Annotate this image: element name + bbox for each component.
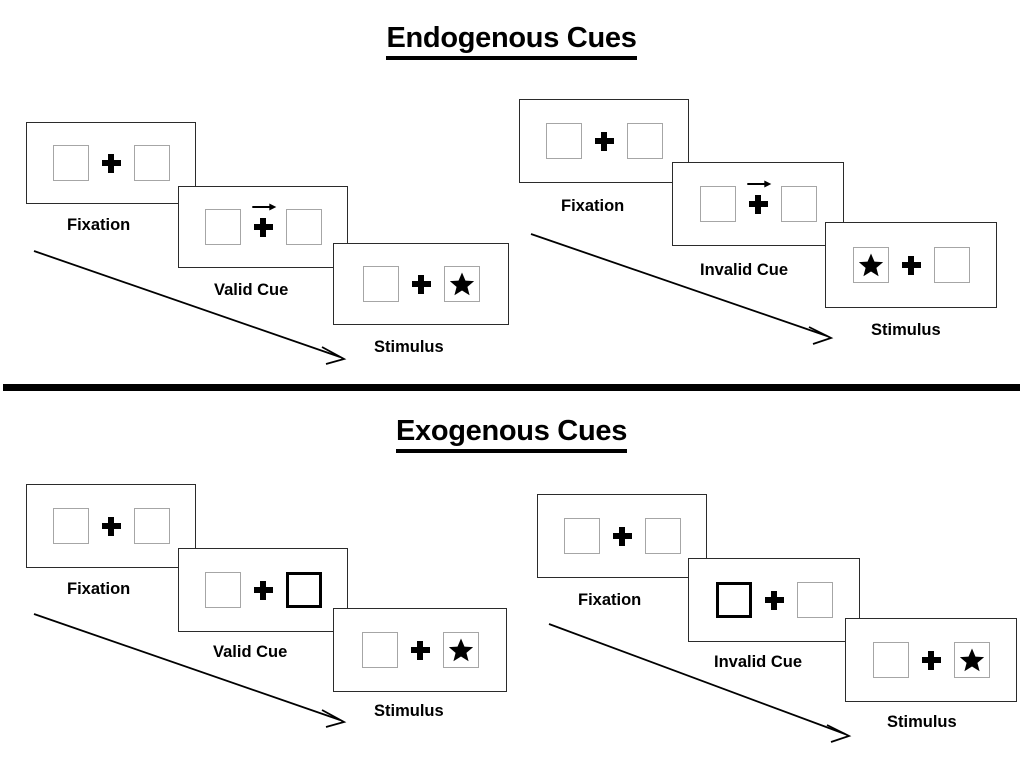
left-placeholder-box	[699, 186, 736, 222]
panel-endogenous-invalid-stimulus	[825, 222, 997, 308]
panel-endogenous-valid-fixation	[26, 122, 196, 204]
panel-endogenous-invalid-fixation	[519, 99, 689, 183]
panel-content	[204, 203, 322, 245]
section-divider	[3, 384, 1020, 391]
plus-icon	[411, 274, 431, 294]
panel-exogenous-valid-fixation	[26, 484, 196, 568]
panel-content	[545, 123, 663, 159]
panel-exogenous-valid-cue	[178, 548, 348, 632]
section-title-exogenous-text: Exogenous Cues	[395, 415, 627, 453]
plus-icon	[410, 640, 430, 660]
arrow-right-icon	[251, 203, 277, 214]
caption-exogenous-valid-cue: Valid Cue	[213, 643, 288, 661]
panel-content	[52, 145, 170, 181]
center-column	[764, 590, 784, 610]
caption-endogenous-valid-cue: Valid Cue	[214, 281, 289, 299]
center-column	[410, 640, 430, 660]
center-column	[411, 274, 431, 294]
left-placeholder-box	[52, 508, 89, 544]
right-placeholder-box	[933, 247, 970, 283]
star-icon	[858, 252, 884, 278]
caption-exogenous-valid-stimulus: Stimulus	[374, 702, 444, 720]
caption-endogenous-invalid-stimulus: Stimulus	[871, 321, 941, 339]
caption-endogenous-valid-stimulus: Stimulus	[374, 338, 444, 356]
left-placeholder-box	[545, 123, 582, 159]
right-placeholder-box	[133, 145, 170, 181]
panel-content	[563, 518, 681, 554]
center-column	[747, 180, 772, 214]
plus-icon	[594, 131, 614, 151]
right-stimulus-box	[443, 266, 480, 302]
plus-icon	[901, 255, 921, 275]
panel-content	[715, 582, 833, 618]
section-title-endogenous: Endogenous Cues	[0, 22, 1023, 60]
caption-endogenous-invalid-fixation: Fixation	[561, 197, 625, 215]
caption-endogenous-valid-fixation: Fixation	[67, 216, 131, 234]
right-cued-box	[285, 572, 322, 608]
right-placeholder-box	[644, 518, 681, 554]
caption-exogenous-invalid-cue: Invalid Cue	[714, 653, 803, 671]
plus-icon	[253, 217, 273, 237]
left-placeholder-box	[204, 209, 241, 245]
right-stimulus-box	[953, 642, 990, 678]
diagonal-arrow-icon	[530, 233, 834, 345]
panel-content	[872, 642, 990, 678]
center-column	[901, 255, 921, 275]
plus-icon	[748, 194, 768, 214]
panel-endogenous-valid-stimulus	[333, 243, 509, 325]
center-column	[594, 131, 614, 151]
panel-exogenous-valid-stimulus	[333, 608, 507, 692]
left-cued-box	[715, 582, 752, 618]
plus-icon	[253, 580, 273, 600]
plus-icon	[764, 590, 784, 610]
star-icon	[448, 637, 474, 663]
center-column	[253, 580, 273, 600]
plus-icon	[612, 526, 632, 546]
panel-endogenous-valid-cue	[178, 186, 348, 268]
left-placeholder-box	[361, 632, 398, 668]
left-placeholder-box	[872, 642, 909, 678]
left-placeholder-box	[563, 518, 600, 554]
section-title-exogenous: Exogenous Cues	[0, 415, 1023, 453]
right-placeholder-box	[626, 123, 663, 159]
panel-exogenous-invalid-cue	[688, 558, 860, 642]
panel-content	[852, 247, 970, 283]
star-icon	[449, 271, 475, 297]
arrow-right-icon	[746, 180, 772, 191]
center-column	[101, 516, 121, 536]
caption-exogenous-invalid-fixation: Fixation	[578, 591, 642, 609]
star-icon	[959, 647, 985, 673]
center-column	[612, 526, 632, 546]
left-placeholder-box	[52, 145, 89, 181]
panel-exogenous-invalid-fixation	[537, 494, 707, 578]
caption-exogenous-valid-fixation: Fixation	[67, 580, 131, 598]
panel-content	[52, 508, 170, 544]
section-title-endogenous-text: Endogenous Cues	[386, 22, 637, 60]
caption-endogenous-invalid-cue: Invalid Cue	[700, 261, 789, 279]
panel-exogenous-invalid-stimulus	[845, 618, 1017, 702]
plus-icon	[101, 153, 121, 173]
right-stimulus-box	[442, 632, 479, 668]
left-placeholder-box	[362, 266, 399, 302]
panel-content	[204, 572, 322, 608]
center-column	[101, 153, 121, 173]
panel-content	[361, 632, 479, 668]
right-placeholder-box	[285, 209, 322, 245]
panel-endogenous-invalid-cue	[672, 162, 844, 246]
plus-icon	[101, 516, 121, 536]
caption-exogenous-invalid-stimulus: Stimulus	[887, 713, 957, 731]
right-placeholder-box	[796, 582, 833, 618]
left-placeholder-box	[204, 572, 241, 608]
right-placeholder-box	[780, 186, 817, 222]
right-placeholder-box	[133, 508, 170, 544]
panel-content	[362, 266, 480, 302]
panel-content	[699, 180, 817, 222]
left-stimulus-box	[852, 247, 889, 283]
plus-icon	[921, 650, 941, 670]
center-column	[921, 650, 941, 670]
center-column	[252, 203, 277, 237]
